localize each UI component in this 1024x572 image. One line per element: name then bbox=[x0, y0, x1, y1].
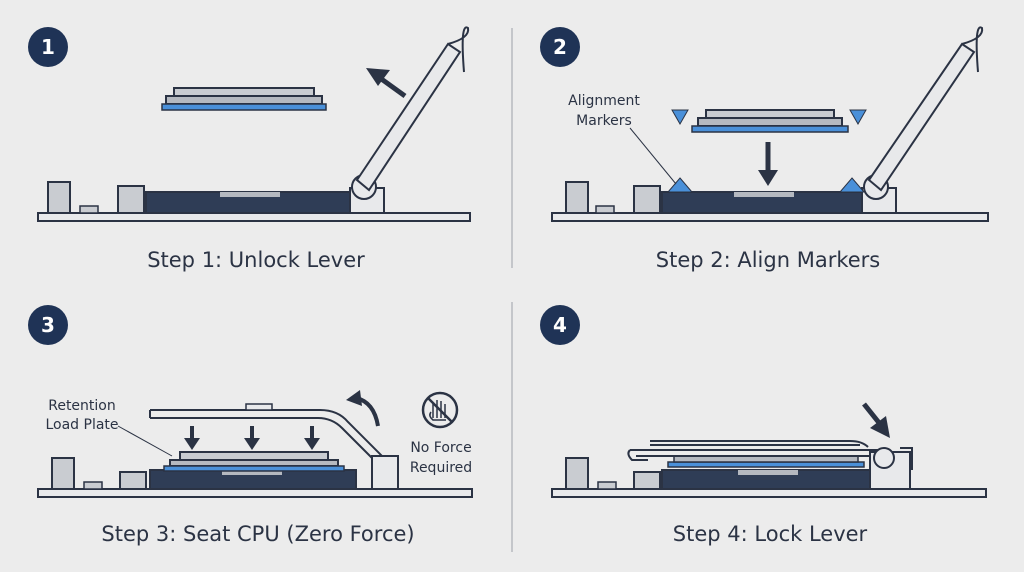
arrow-icon-head bbox=[304, 438, 320, 450]
arrow-icon-head bbox=[244, 438, 260, 450]
load-plate-bottom bbox=[150, 417, 379, 465]
resistor-1 bbox=[79, 205, 99, 214]
motherboard-4 bbox=[551, 488, 987, 498]
step-2-title: Step 2: Align Markers bbox=[656, 248, 880, 272]
arrow-icon-head bbox=[870, 416, 890, 438]
capacitor-2 bbox=[565, 181, 589, 214]
socket-pins-3 bbox=[222, 470, 282, 475]
step-3-title: Step 3: Seat CPU (Zero Force) bbox=[101, 522, 414, 546]
lever-hook-1 bbox=[447, 26, 470, 73]
step-1-number: 1 bbox=[41, 35, 55, 59]
arrow-icon bbox=[862, 402, 882, 426]
lever-latch-4 bbox=[873, 447, 895, 469]
cpu-body-1 bbox=[165, 95, 323, 105]
lever-arm-closed-edge bbox=[650, 440, 869, 448]
callout-leader-3 bbox=[117, 425, 173, 457]
no-force-label-2: Required bbox=[410, 460, 472, 476]
socket-pins-1 bbox=[220, 192, 280, 197]
motherboard-2 bbox=[551, 212, 989, 222]
panel-step-2: 2 Alignment Markers Step 2: Align Marker… bbox=[540, 26, 989, 272]
motherboard-3 bbox=[37, 488, 473, 498]
panel-step-4: 4 Step 4: Lock Lever bbox=[540, 305, 987, 546]
component-3 bbox=[119, 471, 147, 490]
cpu-ihs-1 bbox=[173, 87, 315, 97]
lever-arm-2 bbox=[867, 42, 976, 192]
step-4-number: 4 bbox=[553, 313, 567, 337]
motherboard-1 bbox=[37, 212, 471, 222]
cpu-body-3 bbox=[169, 459, 339, 467]
callout-alignment-2: Markers bbox=[576, 113, 632, 129]
arrow-icon-head bbox=[184, 438, 200, 450]
lever-hook-2 bbox=[961, 26, 984, 73]
component-2 bbox=[633, 185, 661, 214]
resistor-2 bbox=[595, 205, 615, 214]
callout-alignment-1: Alignment bbox=[568, 93, 640, 109]
arrow-icon-head bbox=[366, 68, 390, 86]
alignment-triangle-icon bbox=[671, 109, 689, 126]
step-3-number: 3 bbox=[41, 313, 55, 337]
component-1 bbox=[117, 185, 145, 214]
callout-leader-2 bbox=[629, 127, 677, 185]
resistor-3 bbox=[83, 481, 103, 490]
cpu-substrate-3 bbox=[163, 465, 345, 472]
load-plate-tab bbox=[245, 403, 273, 411]
capacitor-4 bbox=[565, 457, 589, 490]
cpu-ihs-3 bbox=[179, 451, 329, 461]
socket-pins-4 bbox=[738, 470, 798, 475]
alignment-triangle-icon bbox=[666, 177, 694, 193]
alignment-triangle-icon bbox=[849, 109, 867, 126]
step-3-badge bbox=[28, 305, 68, 345]
step-1-badge bbox=[28, 27, 68, 67]
lever-arm-1 bbox=[355, 42, 462, 192]
step-4-badge bbox=[540, 305, 580, 345]
arrow-icon-head bbox=[346, 390, 362, 406]
step-2-badge bbox=[540, 27, 580, 67]
panel-step-3: 3 Retention Load Plate bbox=[28, 305, 473, 546]
step-1-title: Step 1: Unlock Lever bbox=[147, 248, 365, 272]
capacitor-3 bbox=[51, 457, 75, 490]
cpu-ihs-2 bbox=[705, 109, 835, 119]
hinge-3 bbox=[371, 455, 399, 490]
step-4-title: Step 4: Lock Lever bbox=[673, 522, 868, 546]
alignment-triangle-icon bbox=[838, 177, 866, 193]
load-plate-closed-end bbox=[627, 449, 648, 461]
cpu-substrate-1 bbox=[161, 103, 327, 111]
step-2-number: 2 bbox=[553, 35, 567, 59]
no-force-icon bbox=[421, 391, 459, 429]
component-4 bbox=[633, 471, 661, 490]
capacitor-1 bbox=[47, 181, 71, 214]
resistor-4 bbox=[597, 481, 617, 490]
callout-retention-2: Load Plate bbox=[45, 417, 118, 433]
panel-step-1: 1 Step 1: Unlock Lever bbox=[28, 26, 471, 272]
no-force-label-1: No Force bbox=[410, 440, 471, 456]
socket-pins-2 bbox=[734, 192, 794, 197]
cpu-substrate-2 bbox=[691, 125, 849, 133]
retention-clip-4 bbox=[900, 447, 913, 470]
cpu-body-2 bbox=[697, 117, 843, 127]
arrow-icon-head bbox=[758, 170, 778, 186]
load-plate-top bbox=[150, 409, 389, 463]
callout-retention-1: Retention bbox=[48, 398, 116, 414]
arrow-icon bbox=[378, 75, 407, 99]
